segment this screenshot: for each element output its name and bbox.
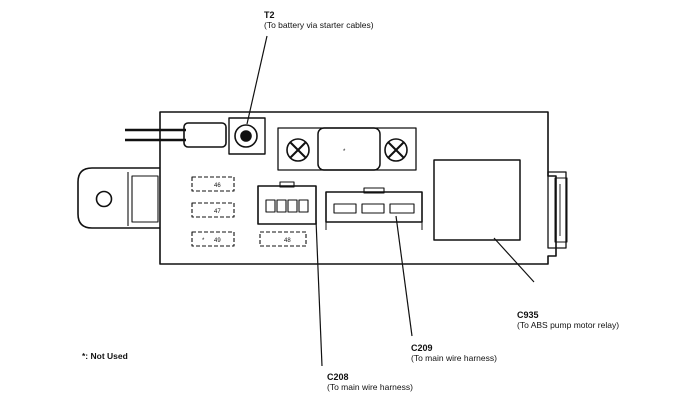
fuse-label-not-used: * [202, 238, 205, 244]
mounting-tab [77, 167, 160, 229]
callout-t2-desc: (To battery via starter cables) [264, 20, 374, 30]
t2-terminal-block [228, 117, 266, 155]
leader-c208 [315, 219, 323, 367]
fuse-label-48: 48 [284, 238, 291, 244]
center-relay-label: * [343, 149, 346, 155]
c208-connector [257, 185, 317, 225]
callout-c209-code: C209 [411, 343, 433, 353]
leader-t2 [246, 35, 268, 125]
callout-c208-desc: (To main wire harness) [327, 382, 413, 392]
legend-not-used: *: Not Used [82, 351, 128, 361]
leader-c935 [493, 237, 535, 283]
cable-terminal [183, 122, 227, 148]
callout-t2: T2 (To battery via starter cables) [264, 10, 374, 30]
callout-c208: C208 (To main wire harness) [327, 372, 413, 392]
callout-c209: C209 (To main wire harness) [411, 343, 497, 363]
callout-c935-code: C935 [517, 310, 539, 320]
side-connector [547, 171, 567, 249]
fuse-slot-48 [259, 231, 307, 247]
fuse-slot-46 [191, 176, 235, 192]
fuse-label-47: 47 [214, 209, 221, 215]
leader-c209 [395, 215, 413, 337]
fuse-label-49: 49 [214, 238, 221, 244]
housing-outline [159, 111, 557, 265]
callout-c935-desc: (To ABS pump motor relay) [517, 320, 620, 330]
c935-socket [433, 159, 521, 241]
mounting-hole [95, 190, 113, 208]
c209-connector [325, 191, 423, 223]
fuse-label-46: 46 [214, 183, 221, 189]
callout-c935: C935 (To ABS pump motor relay) [517, 310, 619, 330]
callout-c208-code: C208 [327, 372, 349, 382]
center-relay [317, 127, 381, 171]
callout-c209-desc: (To main wire harness) [411, 353, 497, 363]
fuse-slot-49 [191, 231, 235, 247]
callout-t2-code: T2 [264, 10, 275, 20]
fuse-slot-47 [191, 202, 235, 218]
